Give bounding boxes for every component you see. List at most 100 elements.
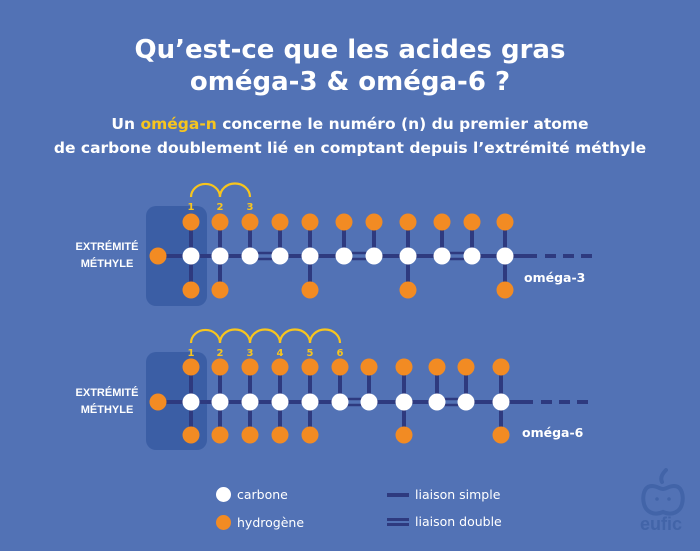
subtitle-line2: de carbone doublement lié en comptant de… [53, 139, 647, 157]
hydrogen-atom [457, 358, 475, 376]
subtitle-prefix: Un [111, 115, 141, 133]
omega-3-label: oméga-3 [524, 270, 586, 285]
hydrogen-dot-icon [216, 515, 231, 530]
hydrogen-atom [241, 213, 259, 231]
hydrogen-atom [182, 426, 200, 444]
carbon-atom [457, 393, 475, 411]
count-arc [218, 182, 252, 198]
hydrogen-atom [211, 281, 229, 299]
carbon-position-number: 3 [247, 202, 254, 213]
carbon-dot-icon [216, 487, 231, 502]
methyl-end-label-line1: EXTRÉMITÉ [75, 241, 139, 253]
carbon-position-number: 4 [277, 348, 284, 359]
legend-hydrogen: hydrogène [216, 515, 304, 530]
carbon-atom [301, 393, 319, 411]
carbon-position-number: 1 [188, 202, 195, 213]
hydrogen-atom [271, 213, 289, 231]
hydrogen-atom [492, 426, 510, 444]
eufic-apple-logo-icon [641, 468, 685, 516]
carbon-position-number: 3 [247, 348, 254, 359]
subtitle-rest: concerne le numéro (n) du premier atome [216, 115, 589, 133]
eufic-logo-text: eufic [640, 514, 683, 534]
legend-single-bond: liaison simple [387, 487, 500, 502]
methyl-end-label-omega6: EXTRÉMITÉ MÉTHYLE [52, 385, 162, 419]
hydrogen-atom [399, 281, 417, 299]
legend-hydrogen-label: hydrogène [237, 515, 305, 530]
carbon-atom [428, 393, 446, 411]
hydrogen-atom [399, 213, 417, 231]
count-arc [278, 328, 312, 344]
hydrogen-atom [365, 213, 383, 231]
count-arc [308, 328, 342, 344]
omega-3-molecule: 1 2 3 [146, 182, 593, 306]
hydrogen-atom [331, 358, 349, 376]
hydrogen-atom [301, 213, 319, 231]
carbon-atom [182, 247, 200, 265]
double-bond-icon [387, 517, 409, 526]
carbon-atom [241, 393, 259, 411]
legend-double-bond-label: liaison double [415, 514, 502, 529]
carbon-position-number: 2 [217, 348, 224, 359]
carbon-atom [463, 247, 481, 265]
carbon-atom [433, 247, 451, 265]
carbon-atom [335, 247, 353, 265]
hydrogen-atom [241, 426, 259, 444]
hydrogen-atom [241, 358, 259, 376]
hydrogen-atom [428, 358, 446, 376]
carbon-atom [360, 393, 378, 411]
carbon-atom [211, 393, 229, 411]
hydrogen-atom [182, 213, 200, 231]
methyl-end-label-omega3: EXTRÉMITÉ MÉTHYLE [52, 239, 162, 273]
methyl-end-label-line2: MÉTHYLE [80, 404, 134, 416]
carbon-atom [365, 247, 383, 265]
hydrogen-atom [149, 393, 167, 411]
carbon-atom [271, 393, 289, 411]
page-title-line1: Qu’est-ce que les acides gras [134, 35, 566, 65]
hydrogen-atom [301, 281, 319, 299]
methyl-end-label-line2: MÉTHYLE [80, 258, 134, 270]
hydrogen-atom [496, 281, 514, 299]
hydrogen-atom [182, 358, 200, 376]
subtitle-line1: Un oméga-n concerne le numéro (n) du pre… [0, 112, 700, 136]
legend-single-bond-label: liaison simple [415, 487, 501, 502]
methyl-end-label-line1: EXTRÉMITÉ [75, 387, 139, 399]
carbon-position-number: 6 [337, 348, 344, 359]
carbon-atom [301, 247, 319, 265]
carbon-atom [395, 393, 413, 411]
hydrogen-atom [301, 426, 319, 444]
hydrogen-atom [301, 358, 319, 376]
hydrogen-atom [211, 358, 229, 376]
hydrogen-atom [463, 213, 481, 231]
single-bond-icon [387, 492, 409, 497]
hydrogen-atom [271, 358, 289, 376]
legend-carbon: carbone [216, 487, 288, 502]
count-arc [189, 182, 222, 198]
hydrogen-atom [211, 213, 229, 231]
page-title-line2: oméga-3 & oméga-6 ? [189, 67, 511, 97]
hydrogen-atom [182, 281, 200, 299]
count-arc [189, 328, 222, 344]
carbon-atom [241, 247, 259, 265]
hydrogen-atom [271, 426, 289, 444]
hydrogen-atom [211, 426, 229, 444]
carbon-atom [331, 393, 349, 411]
count-arc [218, 328, 252, 344]
legend-carbon-label: carbone [237, 487, 288, 502]
omega-6-label: oméga-6 [522, 425, 584, 440]
carbon-position-number: 2 [217, 202, 224, 213]
hydrogen-atom [492, 358, 510, 376]
legend-double-bond: liaison double [387, 514, 502, 529]
carbon-atom [492, 393, 510, 411]
carbon-atom [496, 247, 514, 265]
hydrogen-atom [149, 247, 167, 265]
carbon-atom [399, 247, 417, 265]
hydrogen-atom [360, 358, 378, 376]
hydrogen-atom [395, 358, 413, 376]
hydrogen-atom [433, 213, 451, 231]
hydrogen-atom [496, 213, 514, 231]
carbon-atom [182, 393, 200, 411]
hydrogen-atom [395, 426, 413, 444]
carbon-atom [211, 247, 229, 265]
